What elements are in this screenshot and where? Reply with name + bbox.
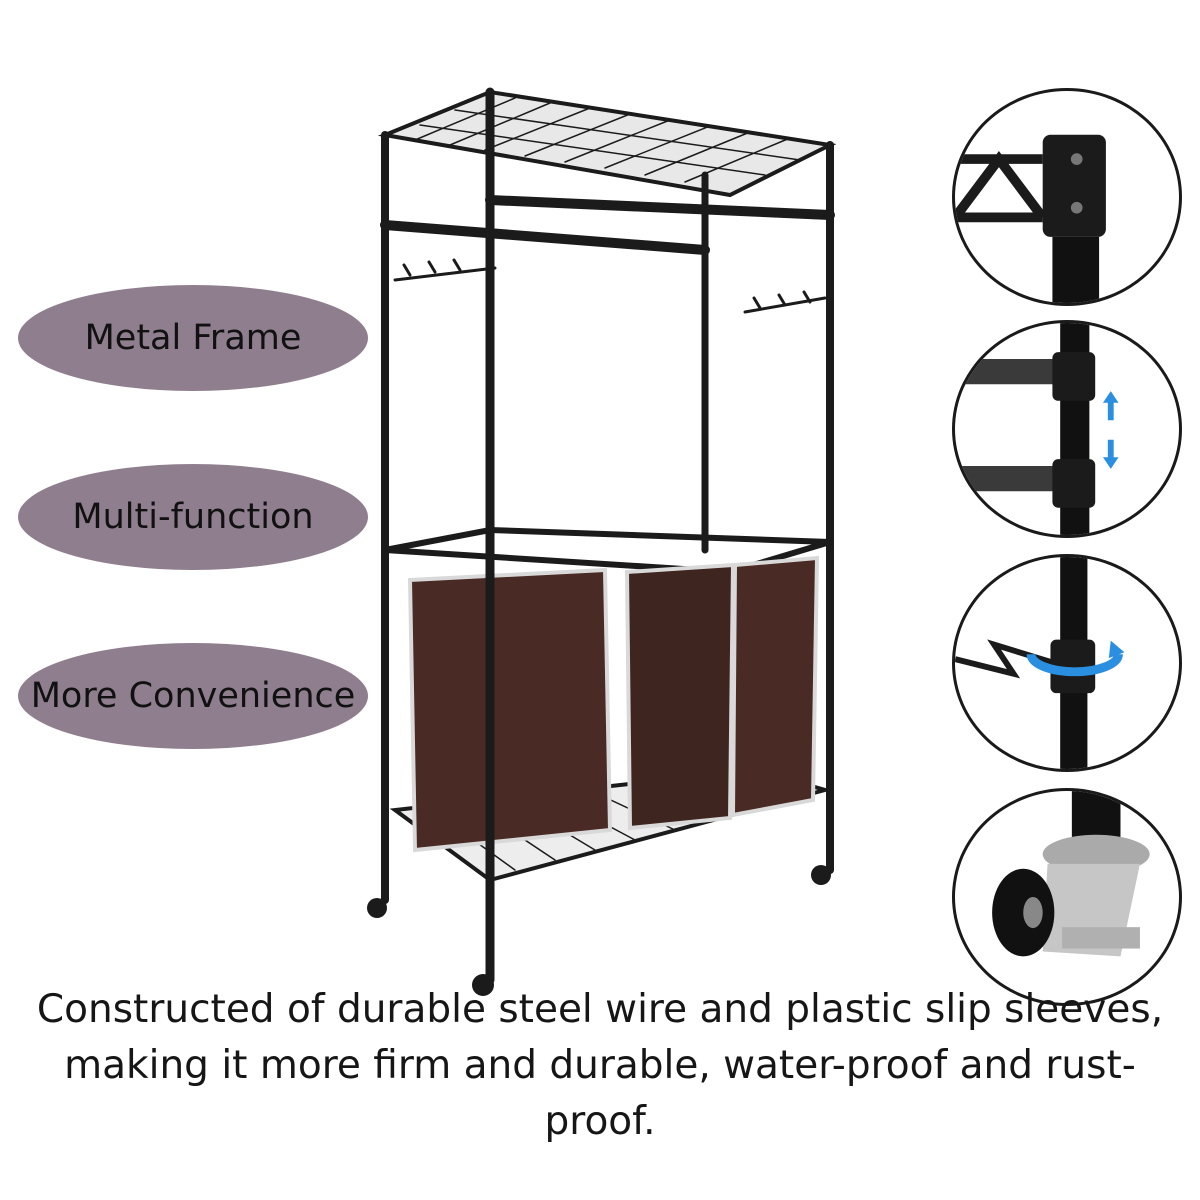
side-hooks-left <box>393 258 497 282</box>
caster-wheel-icon <box>992 791 1150 957</box>
bolt-joint-icon <box>955 134 1106 303</box>
feature-label: Metal Frame <box>84 318 302 358</box>
detail-circle-lock <box>952 554 1182 772</box>
rotate-lock-icon <box>955 557 1125 769</box>
side-hooks-right <box>743 290 827 314</box>
feature-label: Multi-function <box>72 497 314 537</box>
laundry-rack-illustration <box>367 87 837 996</box>
hanging-rod-front <box>380 220 710 255</box>
caption-text: Constructed of durable steel wire and pl… <box>36 987 1164 1144</box>
bag-frame <box>384 526 831 576</box>
detail-circle-caster <box>952 788 1182 1006</box>
sorter-bags <box>407 555 820 853</box>
feature-pill-metal-frame: Metal Frame <box>18 285 368 391</box>
adjust-height-arrows-icon <box>955 323 1119 535</box>
detail-circle-joint <box>952 88 1182 306</box>
feature-label: More Convenience <box>30 676 356 716</box>
hanging-rod-back <box>485 195 835 220</box>
feature-pill-multi-function: Multi-function <box>18 464 368 570</box>
casters <box>367 865 831 996</box>
detail-circle-adjustable <box>952 320 1182 538</box>
product-image <box>355 80 855 1010</box>
feature-pill-more-convenience: More Convenience <box>18 643 368 749</box>
